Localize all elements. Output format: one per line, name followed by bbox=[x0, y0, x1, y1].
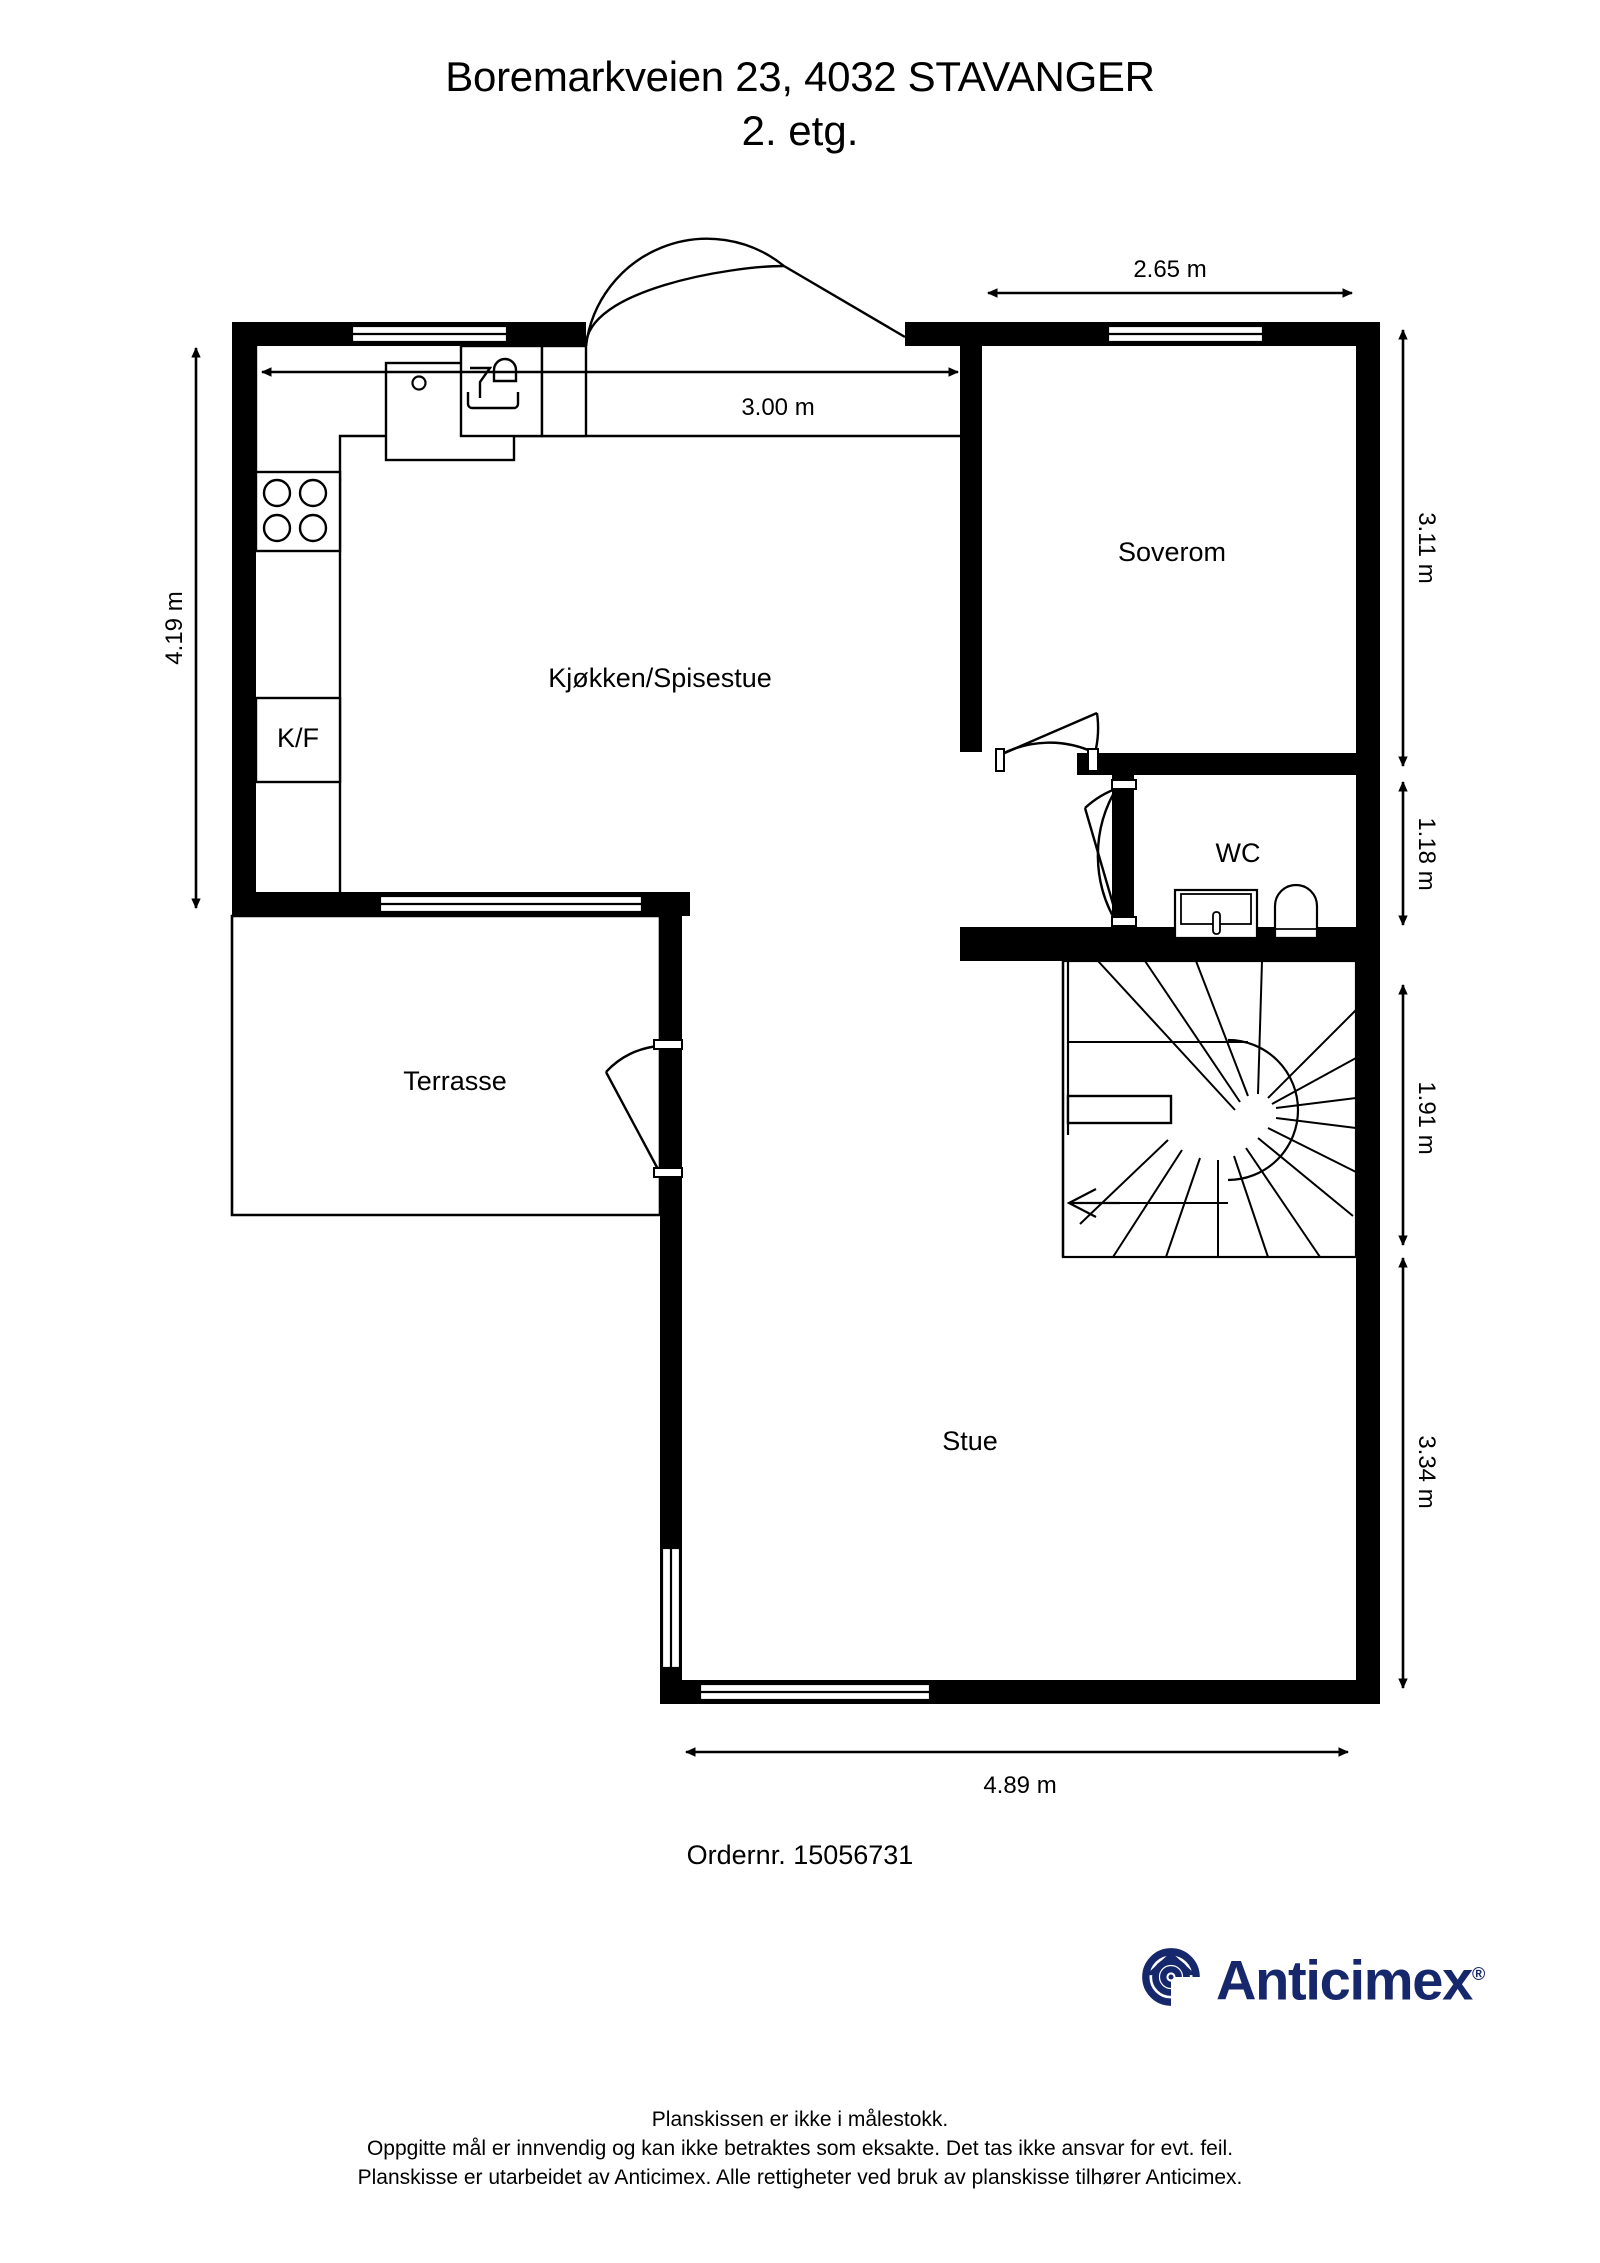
kitchen-counter bbox=[254, 346, 960, 915]
door-bedroom bbox=[995, 711, 1100, 772]
dimension-left: 4.19 m bbox=[161, 347, 201, 909]
dimension-top-right: 2.65 m bbox=[987, 256, 1353, 298]
dimension-right-living: 3.34 m bbox=[1398, 1257, 1440, 1689]
anticimex-logo: Anticimex® bbox=[1140, 1945, 1485, 2010]
toilet-icon bbox=[1273, 883, 1319, 940]
order-number: Ordernr. 15056731 bbox=[686, 1840, 914, 1870]
dimension-right-stair: 1.91 m bbox=[1398, 984, 1440, 1246]
room-label-bedroom: Soverom bbox=[1118, 537, 1226, 567]
washbasin-icon bbox=[1173, 888, 1259, 940]
dimension-bottom-label: 4.89 m bbox=[983, 1772, 1056, 1799]
dimension-top-right-label: 2.65 m bbox=[1133, 256, 1206, 283]
dishwasher-icon bbox=[459, 344, 544, 438]
dimension-top-left: 3.00 m bbox=[261, 367, 959, 421]
room-label-wc: WC bbox=[1216, 838, 1261, 868]
dimension-right-bedroom-label: 3.11 m bbox=[1413, 512, 1440, 584]
door-terrace bbox=[604, 1039, 683, 1178]
dimension-right-stair-label: 1.91 m bbox=[1413, 1081, 1440, 1154]
page-title: Boremarkveien 23, 4032 STAVANGER 2. etg. bbox=[0, 52, 1600, 156]
anticimex-wordmark: Anticimex® bbox=[1216, 1945, 1485, 2010]
room-label-livingroom: Stue bbox=[942, 1426, 998, 1456]
fridge-freezer-unit bbox=[254, 696, 342, 784]
winder-staircase-icon bbox=[1061, 959, 1358, 1259]
door-entry-kitchen bbox=[584, 237, 906, 347]
dimension-right-living-label: 3.34 m bbox=[1413, 1435, 1440, 1508]
disclaimer-line-3: Planskisse er utarbeidet av Anticimex. A… bbox=[357, 2166, 1243, 2189]
anticimex-spiral-icon bbox=[1142, 1948, 1200, 2007]
room-label-terrace: Terrasse bbox=[403, 1066, 507, 1096]
dimension-right-bedroom: 3.11 m bbox=[1398, 329, 1440, 767]
dimension-top-left-label: 3.00 m bbox=[741, 394, 814, 421]
disclaimer-line-1: Planskissen er ikke i målestokk. bbox=[651, 2108, 949, 2131]
stove-four-burner-icon bbox=[254, 470, 342, 553]
room-label-kitchen: Kjøkken/Spisestue bbox=[548, 663, 772, 693]
disclaimer-footer: Planskissen er ikke i målestokk. Oppgitt… bbox=[0, 2105, 1600, 2192]
floor-label: 2. etg. bbox=[741, 107, 859, 154]
dimension-right-wc-label: 1.18 m bbox=[1413, 817, 1440, 890]
dimension-left-label: 4.19 m bbox=[161, 591, 188, 664]
kitchen-cabinet bbox=[540, 344, 588, 438]
door-wc bbox=[1083, 779, 1137, 929]
anticimex-name: Anticimex bbox=[1216, 1948, 1473, 2012]
terrace-outline bbox=[230, 914, 662, 1217]
property-address: Boremarkveien 23, 4032 STAVANGER bbox=[445, 53, 1155, 100]
registered-mark: ® bbox=[1471, 1964, 1486, 1984]
disclaimer-line-2: Oppgitte mål er innvendig og kan ikke be… bbox=[366, 2137, 1234, 2160]
dimension-bottom: 4.89 m bbox=[685, 1747, 1349, 1799]
wall-structure bbox=[232, 322, 1380, 1704]
fridge-freezer-label: K/F bbox=[277, 723, 319, 753]
dimension-right-wc: 1.18 m bbox=[1398, 781, 1440, 926]
